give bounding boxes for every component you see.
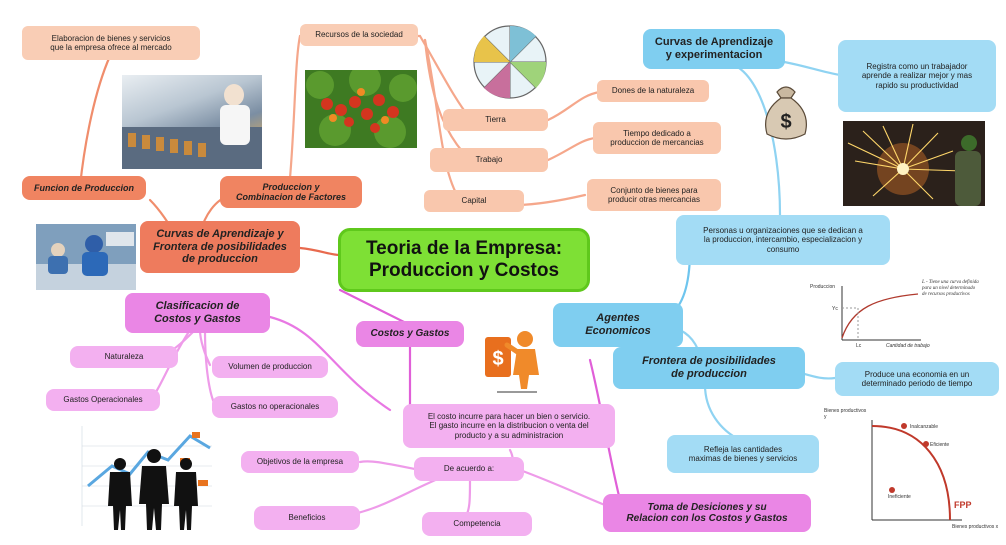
costos-gastos-node[interactable]: Costos y Gastos [356, 321, 464, 347]
produce-node[interactable]: Produce una economia en un determinado p… [835, 362, 999, 396]
curvas-aprendizaje-node[interactable]: Curvas de Aprendizaje y experimentacion [643, 29, 785, 69]
business-people-icon [72, 416, 214, 534]
learning-ytick: Yc [832, 306, 838, 312]
resources-collage-icon [470, 22, 550, 102]
agentes-economicos-node[interactable]: Agentes Economicos [553, 303, 683, 347]
trabajo-node[interactable]: Trabajo [430, 148, 548, 172]
fpp-label: FPP [954, 500, 972, 510]
money-bag-icon: $ [755, 78, 817, 144]
objetivos-node[interactable]: Objetivos de la empresa [241, 451, 359, 473]
produccion-combinacion-node[interactable]: Produccion y Combinacion de Factores [220, 176, 362, 208]
fpp-point-inalcanzable: Inalcanzable [910, 424, 938, 430]
costo-incurre-node[interactable]: El costo incurre para hacer un bien o se… [403, 404, 615, 448]
svg-text:$: $ [780, 111, 791, 133]
recursos-node[interactable]: Recursos de la sociedad [300, 24, 418, 46]
learning-legend: L - Tiene una curva definida para un niv… [922, 280, 979, 297]
gastos-operacionales-node[interactable]: Gastos Operacionales [46, 389, 160, 411]
volumen-node[interactable]: Volumen de produccion [212, 356, 328, 378]
worker-photo [36, 224, 136, 290]
toma-decisiones-node[interactable]: Toma de Desiciones y su Relacion con los… [603, 494, 811, 532]
central-topic[interactable]: Teoria de la Empresa: Produccion y Costo… [338, 228, 590, 292]
fpp-xlabel: Bienes productivos x [952, 524, 999, 530]
personas-node[interactable]: Personas u organizaciones que se dedican… [676, 215, 890, 265]
clasificacion-node[interactable]: Clasificacion de Costos y Gastos [125, 293, 270, 333]
fpp-point-eficiente: Eficiente [930, 442, 949, 448]
conjunto-node[interactable]: Conjunto de bienes para producir otras m… [587, 179, 721, 211]
welding-photo [843, 121, 985, 206]
capital-node[interactable]: Capital [424, 190, 524, 212]
funcion-produccion-node[interactable]: Funcion de Produccion [22, 176, 146, 200]
fpp-ylabel: Bienes productivos y [824, 408, 867, 420]
elaboracion-node[interactable]: Elaboracion de bienes y servicios que la… [22, 26, 200, 60]
learning-ylabel: Produccion [810, 284, 835, 290]
fpp-chart: Inalcanzable Eficiente Ineficiente FPP B… [822, 404, 1002, 540]
svg-text:$: $ [492, 348, 503, 370]
tierra-node[interactable]: Tierra [443, 109, 548, 131]
curvas-frontera-node[interactable]: Curvas de Aprendizaje y Frontera de posi… [140, 221, 300, 273]
learning-xtick: Lc [856, 343, 862, 349]
registra-node[interactable]: Registra como un trabajador aprende a re… [838, 40, 996, 112]
money-person-icon: $ [477, 325, 553, 397]
learning-curve-chart: Produccion Yc Lc Cantidad de trabajo L -… [806, 278, 982, 350]
factory-photo [122, 75, 262, 169]
beneficios-node[interactable]: Beneficios [254, 506, 360, 530]
competencia-node[interactable]: Competencia [422, 512, 532, 536]
learning-xlabel: Cantidad de trabajo [886, 343, 930, 349]
naturaleza-node[interactable]: Naturaleza [70, 346, 178, 368]
frontera-node[interactable]: Frontera de posibilidades de produccion [613, 347, 805, 389]
de-acuerdo-node[interactable]: De acuerdo a: [414, 457, 524, 481]
refleja-node[interactable]: Refleja las cantidades maximas de bienes… [667, 435, 819, 473]
dones-node[interactable]: Dones de la naturaleza [597, 80, 709, 102]
fpp-point-ineficiente: Ineficiente [888, 494, 911, 500]
tiempo-node[interactable]: Tiempo dedicado a produccion de mercanci… [593, 122, 721, 154]
gastos-no-node[interactable]: Gastos no operacionales [212, 396, 338, 418]
tomato-plant-photo [305, 70, 417, 148]
